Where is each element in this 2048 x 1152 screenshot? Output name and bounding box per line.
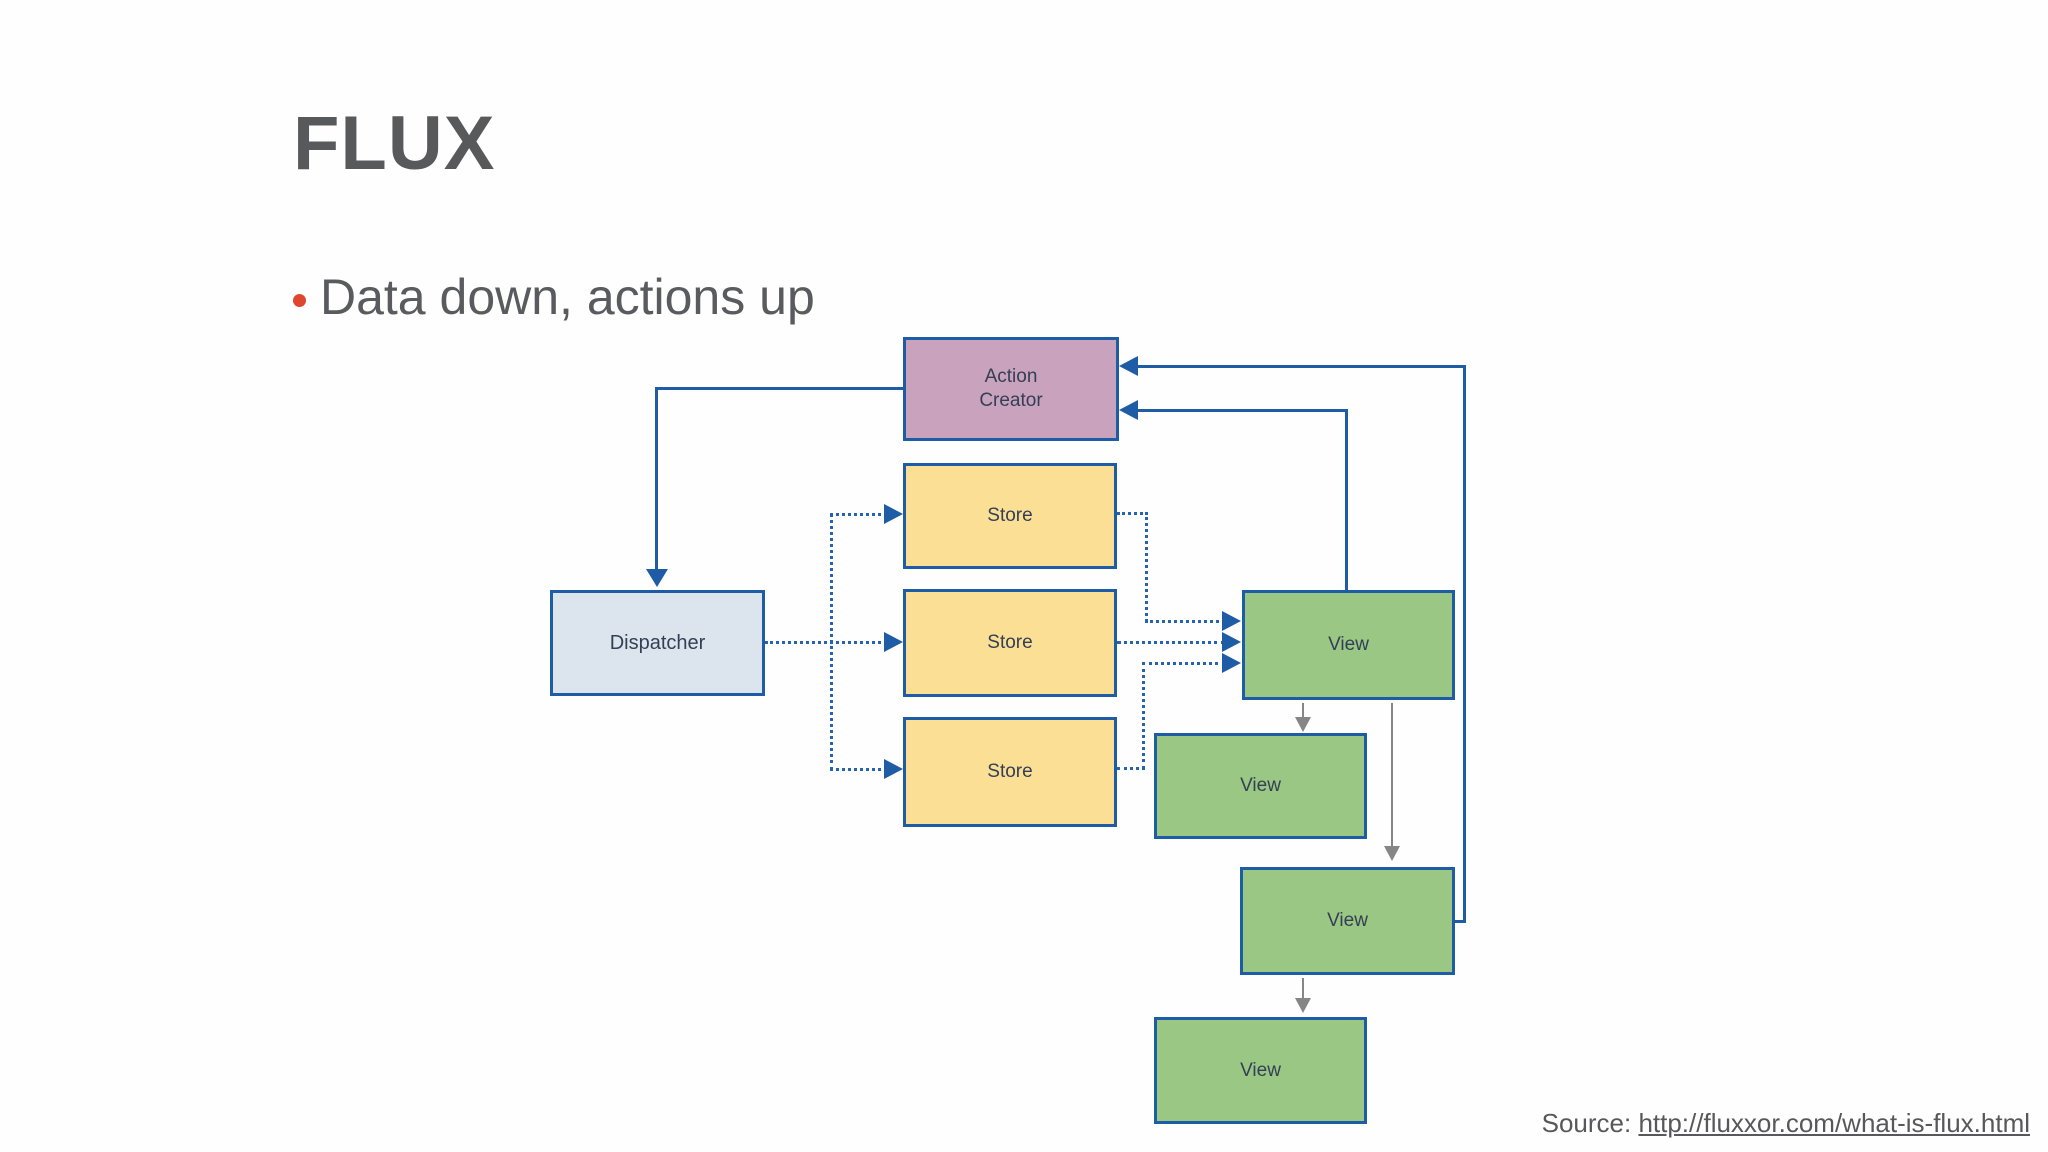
edge-dispatcher-branch-v: [830, 513, 833, 771]
arrowhead-into-store-2-icon: [884, 632, 903, 652]
edge-store-3-to-view-1-h1: [1117, 767, 1145, 770]
node-store-1: Store: [903, 463, 1117, 569]
node-dispatcher: Dispatcher: [550, 590, 765, 696]
edge-dispatcher-trunk: [765, 641, 887, 644]
edge-view1-to-action-creator-v: [1345, 409, 1348, 590]
arrowhead-into-view-4-icon: [1295, 998, 1311, 1013]
node-store-1-label: Store: [987, 505, 1033, 527]
node-view-3-label: View: [1327, 910, 1368, 932]
node-view-1-label: View: [1328, 634, 1369, 656]
edge-store-1-to-view-1-h2: [1145, 620, 1225, 623]
edge-dispatcher-to-store-1: [830, 513, 887, 516]
source-prefix: Source:: [1541, 1108, 1639, 1138]
edge-store-3-to-view-1-v: [1142, 662, 1145, 769]
edge-view-1-to-view-2: [1302, 703, 1304, 719]
edge-action-creator-to-dispatcher-v: [655, 387, 658, 571]
node-action-creator-label: Action Creator: [979, 366, 1043, 411]
arrowhead-into-view-2-icon: [1295, 717, 1311, 732]
node-store-2-label: Store: [987, 632, 1033, 654]
arrowhead-into-dispatcher-icon: [646, 569, 668, 587]
arrowhead-store-3-into-view-1-icon: [1222, 653, 1241, 673]
bullet-text: Data down, actions up: [320, 269, 815, 325]
node-view-2-label: View: [1240, 775, 1281, 797]
arrowhead-into-view-3-icon: [1384, 846, 1400, 861]
source-caption: Source: http://fluxxor.com/what-is-flux.…: [1542, 1108, 2030, 1139]
edge-store-3-to-view-1-h2: [1142, 662, 1225, 665]
node-view-4: View: [1154, 1017, 1367, 1124]
page-title: FLUX: [293, 101, 496, 186]
edge-view3-to-action-creator-h-bottom: [1452, 920, 1466, 923]
node-store-2: Store: [903, 589, 1117, 697]
edge-dispatcher-to-store-3: [830, 768, 887, 771]
bullet-dot: [293, 293, 306, 307]
node-view-2: View: [1154, 733, 1367, 839]
node-store-3-label: Store: [987, 761, 1033, 783]
edge-store-2-to-view-1: [1117, 641, 1225, 644]
arrowhead-into-action-creator-bottom-icon: [1119, 400, 1138, 420]
arrowhead-into-store-1-icon: [884, 504, 903, 524]
edge-view3-to-action-creator-v: [1463, 365, 1466, 923]
source-link[interactable]: http://fluxxor.com/what-is-flux.html: [1638, 1108, 2030, 1138]
edge-view-3-to-view-4: [1302, 978, 1304, 1000]
edge-store-1-to-view-1-v: [1145, 512, 1148, 622]
node-store-3: Store: [903, 717, 1117, 827]
node-view-1: View: [1242, 590, 1455, 700]
edge-action-creator-to-dispatcher-h: [656, 387, 906, 390]
node-view-3: View: [1240, 867, 1455, 975]
node-dispatcher-label: Dispatcher: [609, 631, 706, 654]
bullet-item: Data down, actions up: [293, 268, 815, 326]
arrowhead-into-store-3-icon: [884, 759, 903, 779]
node-action-creator: Action Creator: [903, 337, 1119, 441]
edge-view-1-to-view-3: [1391, 703, 1393, 848]
edge-store-1-to-view-1-h1: [1117, 512, 1148, 515]
edge-view1-to-action-creator-h: [1130, 409, 1348, 412]
arrowhead-store-2-into-view-1-icon: [1222, 632, 1241, 652]
edge-view3-to-action-creator-h-top: [1130, 365, 1466, 368]
arrowhead-store-1-into-view-1-icon: [1222, 611, 1241, 631]
node-view-4-label: View: [1240, 1059, 1281, 1081]
arrowhead-into-action-creator-top-icon: [1119, 356, 1138, 376]
